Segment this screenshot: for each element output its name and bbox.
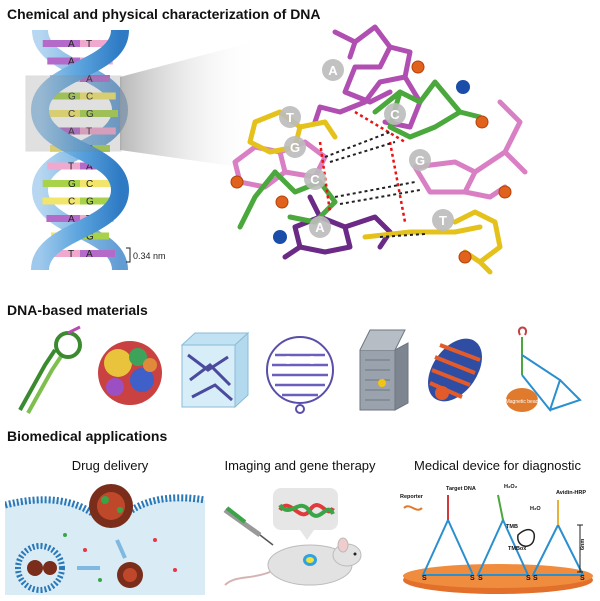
base-letter-left: G — [68, 179, 76, 190]
dna-hydrogel-cube — [180, 331, 250, 409]
imaging-mouse-illustration — [223, 488, 362, 586]
base-pair-right — [80, 127, 116, 135]
base-pair-right — [80, 197, 118, 205]
zoom-wedge — [120, 40, 260, 170]
rise-label: 0.34 nm — [133, 251, 166, 261]
drug-delivery-illustration — [5, 480, 205, 595]
label-t-top: T — [286, 110, 294, 125]
adenine-bottom — [282, 194, 393, 260]
hairpin-structure — [18, 325, 82, 414]
base-pair-left — [42, 197, 80, 205]
label-a-bottom: A — [315, 220, 325, 235]
base-letter-right: A — [86, 74, 93, 85]
base-letter-right: A — [86, 162, 93, 173]
base-letter-left: G — [68, 92, 76, 103]
base-letter-right: G — [86, 109, 94, 120]
zoom-highlight-box — [25, 75, 122, 152]
label-a-top: A — [328, 63, 338, 78]
s-mark-6: S — [580, 575, 585, 582]
label-g-left: G — [290, 140, 300, 155]
label-c-bottom: C — [310, 172, 320, 187]
base-letter-left: T — [68, 162, 74, 173]
hydrogen-bonds-red — [318, 110, 407, 223]
base-letter-right: G — [86, 197, 94, 208]
dna-front-strand — [30, 30, 130, 272]
sensor-avidin-label: Avidin-HRP — [556, 490, 586, 496]
base-pair-left — [42, 40, 80, 47]
section-title-biomedical: Biomedical applications — [7, 428, 168, 444]
sensor-reporter-label: Reporter — [400, 494, 424, 500]
dna-tetrahedron: Magnetic bead — [506, 326, 582, 413]
dna-origami-smiley — [266, 336, 334, 414]
app-label-diagnostic: Medical device for diagnostic — [414, 458, 581, 473]
materials-row: Magnetic bead — [18, 325, 582, 414]
base-pair-left — [42, 180, 80, 187]
base-pair-left — [46, 215, 80, 222]
section-title-characterization: Chemical and physical characterization o… — [7, 6, 321, 22]
base-pair-left — [44, 250, 80, 257]
dna-nanostructure-blob — [98, 341, 162, 405]
base-pair-right — [80, 75, 110, 82]
base-letter-left: A — [68, 127, 75, 138]
base-letter-right: G — [86, 232, 94, 243]
sensor-scale-label: 6nm — [580, 539, 586, 550]
base-pair-left — [47, 162, 80, 170]
s-mark-3: S — [478, 575, 483, 582]
base-letter-left: A — [68, 214, 75, 225]
s-mark-4: S — [526, 575, 531, 582]
base-labels: A C T G G C A T — [279, 59, 454, 238]
s-mark-1: S — [422, 575, 427, 582]
sensor-target-label: Target DNA — [446, 486, 476, 492]
base-letter-left: C — [68, 109, 75, 120]
base-pair-left — [42, 110, 80, 117]
molecular-structure: A C T G G C A T — [230, 24, 528, 275]
app-label-drug-delivery: Drug delivery — [71, 458, 149, 473]
tetra-bead-label: Magnetic bead — [506, 399, 539, 405]
app-label-imaging: Imaging and gene therapy — [224, 458, 376, 473]
base-letter-left: A — [68, 39, 75, 50]
sensor-tmbox-label: TMBox — [508, 546, 527, 552]
base-pair-right — [80, 180, 118, 187]
section-title-materials: DNA-based materials — [7, 302, 148, 318]
base-pair-left — [44, 92, 80, 100]
scale-bracket — [126, 247, 131, 263]
label-g-right: G — [415, 153, 425, 168]
base-letter-right: A — [86, 249, 93, 260]
base-letter-right: T — [86, 127, 92, 138]
base-pair-left — [47, 57, 80, 65]
base-letter-right: C — [86, 179, 93, 190]
base-pair-right — [80, 40, 118, 47]
dna-origami-box — [359, 329, 409, 411]
label-t-bottom: T — [439, 213, 447, 228]
diagnostic-sensor-illustration: Reporter Target DNA H₂O₂ H₂O TMB TMBox A… — [400, 484, 593, 594]
sensor-tmb-label: TMB — [506, 524, 518, 530]
base-letter-right: T — [86, 39, 92, 50]
sensor-h2o2-label: H₂O₂ — [504, 484, 518, 490]
hydrogen-bonds-black — [324, 131, 426, 238]
base-pair-right — [80, 92, 116, 100]
dna-coil-particle — [428, 338, 482, 402]
label-c-top: C — [390, 107, 400, 122]
phosphorus-atoms — [230, 60, 512, 264]
base-letter-left: C — [68, 197, 75, 208]
base-letter-left: T — [68, 249, 74, 260]
base-pair-right — [80, 232, 109, 240]
base-letter-left: A — [68, 57, 75, 68]
s-mark-2: S — [470, 575, 475, 582]
base-letter-right: C — [86, 92, 93, 103]
sodium-ions — [273, 80, 470, 244]
s-mark-5: S — [533, 575, 538, 582]
base-pair-right — [80, 250, 116, 257]
sensor-h2o-label: H₂O — [530, 506, 541, 512]
base-pair-right — [80, 110, 118, 117]
